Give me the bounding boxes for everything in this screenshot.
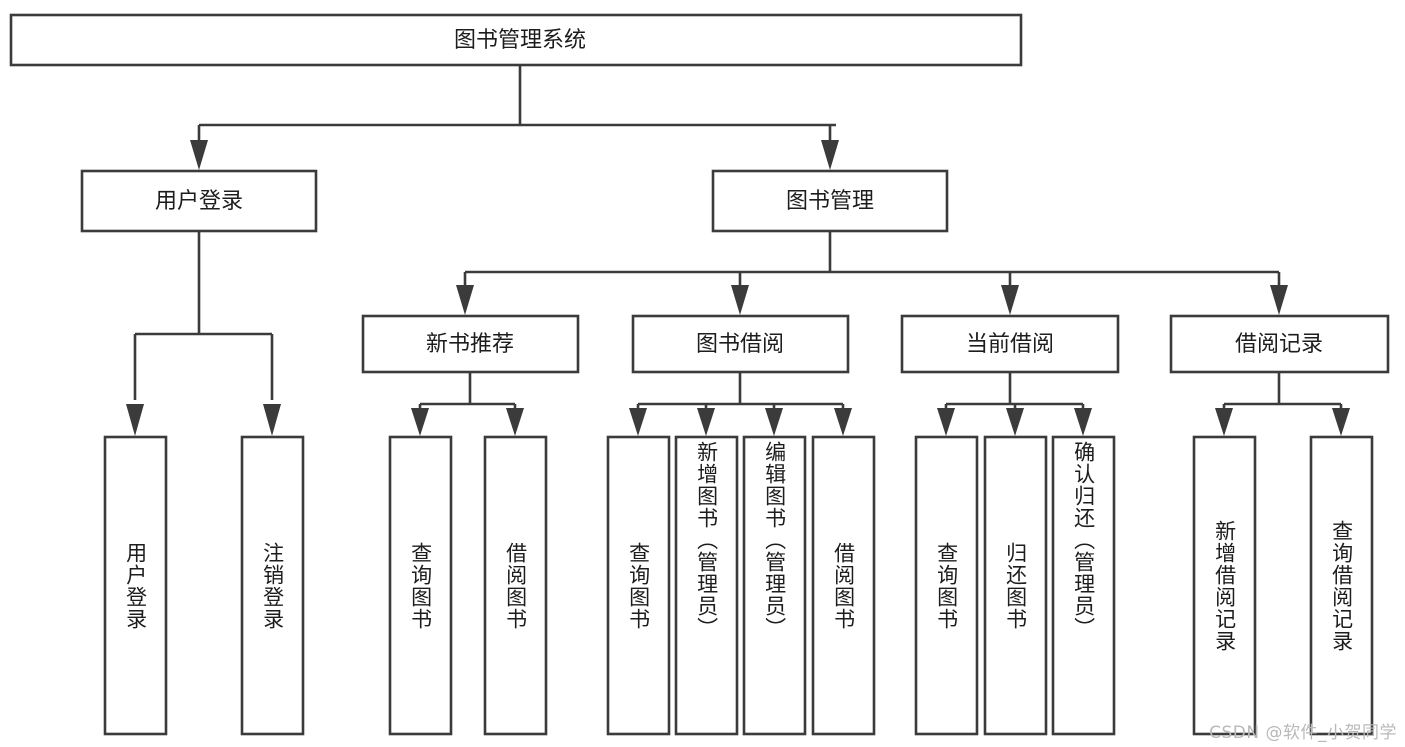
node-user-login-box[interactable] <box>80 169 318 233</box>
arrowhead-leaf-return-book <box>1006 408 1024 436</box>
node-borrow-record-box[interactable] <box>1169 314 1390 374</box>
arrowhead-book-management <box>821 140 839 170</box>
arrowhead-borrow-record <box>1270 285 1288 315</box>
edge-newbook-to-leaves <box>418 373 517 412</box>
edge-userlogin-to-leaves <box>133 232 274 400</box>
node-leaf-add-record-box[interactable] <box>1192 435 1257 736</box>
arrowhead-leaf-edit-book <box>765 408 783 436</box>
node-book-management[interactable]: 图书管理 <box>711 169 949 233</box>
edge-group-borrow-record <box>1215 373 1350 436</box>
arrowhead-leaf-query-record <box>1332 408 1350 436</box>
node-book-borrow-box[interactable] <box>631 314 850 374</box>
arrowhead-leaf-confirm-return <box>1074 408 1092 436</box>
node-new-book-recommend[interactable]: 新书推荐 <box>361 314 580 374</box>
watermark: CSDN @软件_小贺同学 <box>1209 723 1397 743</box>
arrowhead-leaf-user-login <box>126 404 144 436</box>
node-borrow-record-label: 借阅记录 <box>1235 332 1323 357</box>
arrowhead-leaf-add-record <box>1215 408 1233 436</box>
arrowhead-leaf-logout-login <box>263 404 281 436</box>
node-current-borrow-label: 当前借阅 <box>966 332 1054 357</box>
edge-group-book-borrow <box>629 373 852 436</box>
node-root[interactable]: 图书管理系统 <box>9 13 1023 67</box>
arrowhead-new-book-recommend <box>456 285 474 315</box>
node-leaf-query-book-3-box[interactable] <box>914 435 979 736</box>
node-root-box[interactable] <box>9 13 1023 67</box>
node-leaf-query-book-1-box[interactable] <box>388 435 453 736</box>
edge-group-current-borrow <box>937 373 1092 436</box>
node-book-management-box[interactable] <box>711 169 949 233</box>
node-leaf-borrow-book-1-box[interactable] <box>483 435 548 736</box>
arrowhead-leaf-query-book-2 <box>629 408 647 436</box>
node-current-borrow[interactable]: 当前借阅 <box>900 314 1120 374</box>
arrowhead-leaf-query-book-1 <box>411 408 429 436</box>
edge-currentborrow-to-leaves <box>944 373 1085 412</box>
node-book-management-label: 图书管理 <box>786 189 874 214</box>
edge-group-book-management <box>456 232 1288 315</box>
edge-root-to-level2 <box>197 66 836 148</box>
arrowhead-leaf-borrow-book-1 <box>506 408 524 436</box>
node-user-login[interactable]: 用户登录 <box>80 169 318 233</box>
edge-bookmgmt-to-level3 <box>463 232 1281 292</box>
node-leaf-edit-book-box[interactable] <box>742 435 807 736</box>
node-new-book-recommend-box[interactable] <box>361 314 580 374</box>
node-leaf-query-record-box[interactable] <box>1309 435 1374 736</box>
node-current-borrow-box[interactable] <box>900 314 1120 374</box>
edge-borrowrecord-to-leaves <box>1222 373 1343 412</box>
edge-bookborrow-to-leaves <box>636 373 845 412</box>
edge-group-root <box>190 66 839 170</box>
node-new-book-recommend-label: 新书推荐 <box>426 332 514 357</box>
arrowhead-current-borrow <box>1001 285 1019 315</box>
node-leaf-logout-login-box[interactable] <box>240 435 305 736</box>
node-leaf-user-login-box[interactable] <box>103 435 168 736</box>
node-leaf-return-book-box[interactable] <box>983 435 1048 736</box>
node-leaf-borrow-book-2-box[interactable] <box>811 435 876 736</box>
node-user-login-label: 用户登录 <box>155 189 243 214</box>
arrowhead-leaf-borrow-book-2 <box>834 408 852 436</box>
edge-group-new-book-recommend <box>411 373 524 436</box>
node-leaf-add-book-box[interactable] <box>674 435 739 736</box>
arrowhead-leaf-add-book <box>697 408 715 436</box>
node-leaf-confirm-return-box[interactable] <box>1051 435 1116 736</box>
node-root-label: 图书管理系统 <box>454 28 586 53</box>
arrowhead-user-login <box>190 140 208 170</box>
node-book-borrow-label: 图书借阅 <box>696 332 784 357</box>
arrowhead-leaf-query-book-3 <box>937 408 955 436</box>
node-leaf-query-book-2-box[interactable] <box>606 435 671 736</box>
arrowhead-book-borrow <box>731 285 749 315</box>
edge-group-user-login <box>126 232 281 436</box>
node-book-borrow[interactable]: 图书借阅 <box>631 314 850 374</box>
node-borrow-record[interactable]: 借阅记录 <box>1169 314 1390 374</box>
leaf-boxes <box>103 435 1374 736</box>
